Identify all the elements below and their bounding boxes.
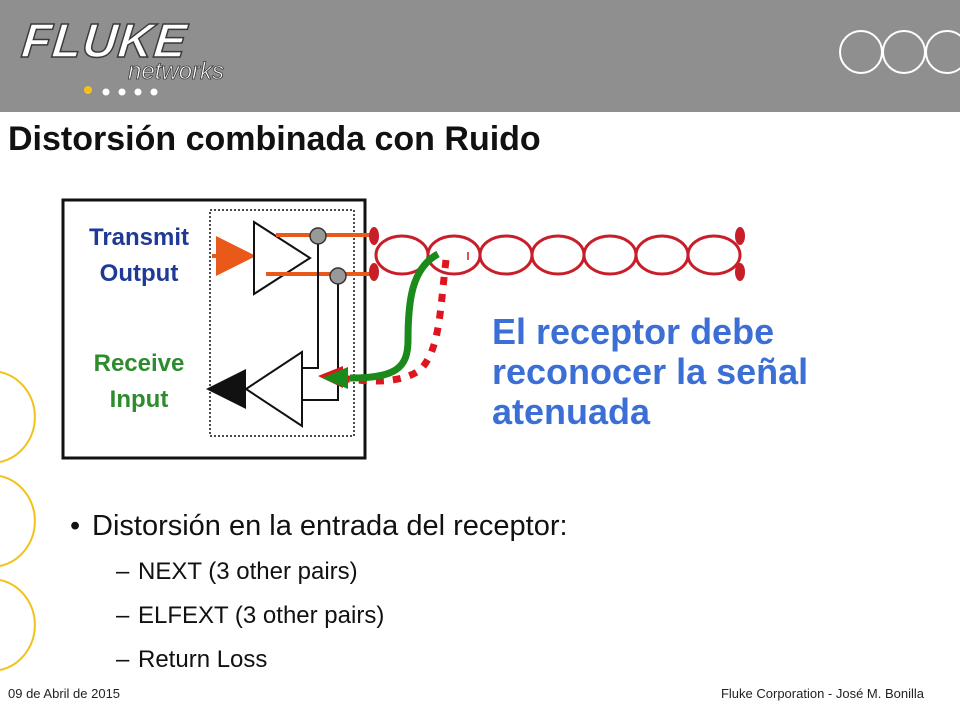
bullet-list: •Distorsión en la entrada del receptor: …	[70, 506, 568, 682]
sub-bullet-next: –NEXT (3 other pairs)	[70, 550, 568, 594]
callout-line1: El receptor debe	[492, 311, 775, 352]
sub-bullet-text: NEXT (3 other pairs)	[138, 558, 358, 585]
transceiver-chip-outline	[209, 209, 355, 437]
page-title: Distorsión combinada con Ruido	[8, 120, 541, 158]
transmit-label-line1: Transmit	[88, 224, 190, 251]
tap-node-top	[309, 227, 327, 245]
header-decor-circles-icon	[839, 30, 960, 74]
sub-bullet-marker: –	[116, 646, 130, 673]
twisted-pair-cable	[374, 234, 742, 276]
attenuated-signal-path	[349, 250, 440, 382]
signal-arrowhead-icon	[322, 367, 348, 389]
receive-input-label: Receive Input	[66, 346, 212, 418]
footer-credit: Fluke Corporation - José M. Bonilla	[720, 686, 924, 701]
logo-networks-text: networks	[128, 58, 225, 86]
callout-line2: reconocer la señal	[492, 351, 809, 392]
transmit-output-label: Transmit Output	[66, 220, 212, 292]
bullet-marker: •	[70, 510, 81, 542]
callout-line3: atenuada	[492, 391, 651, 432]
sub-bullet-return-loss: –Return Loss	[70, 638, 568, 682]
cable-end-terminals	[369, 227, 745, 281]
tap-node-bottom	[329, 267, 347, 285]
receive-amplifier-icon	[244, 350, 303, 428]
sub-bullet-text: ELFEXT (3 other pairs)	[138, 602, 385, 629]
sub-bullet-elfext: –ELFEXT (3 other pairs)	[70, 594, 568, 638]
header-band: FLUKE networks	[0, 0, 960, 112]
hybrid-tap-line-1	[302, 236, 319, 369]
bullet-main: • Distorsión en la entrada del receptor:	[70, 506, 568, 550]
crosstalk-diagram	[61, 198, 745, 460]
receive-label-line2: Input	[109, 386, 169, 413]
fluke-networks-logo: FLUKE networks	[0, 0, 280, 112]
transmit-label-line2: Output	[99, 260, 179, 287]
bullet-main-text: Distorsión en la entrada del receptor:	[92, 510, 568, 542]
logo-dots-icon	[84, 86, 158, 96]
hybrid-tap-line-2	[302, 276, 339, 401]
side-decor-arcs-icon	[0, 371, 36, 671]
footer-date: 09 de Abril de 2015	[8, 686, 121, 701]
sub-bullet-marker: –	[116, 602, 130, 629]
receive-label-line1: Receive	[93, 350, 185, 377]
receiver-callout: El receptor debe reconocer la señal aten…	[492, 312, 912, 432]
noise-signal-path	[339, 259, 450, 385]
sub-bullet-text: Return Loss	[138, 646, 268, 673]
sub-bullet-marker: –	[116, 558, 130, 585]
